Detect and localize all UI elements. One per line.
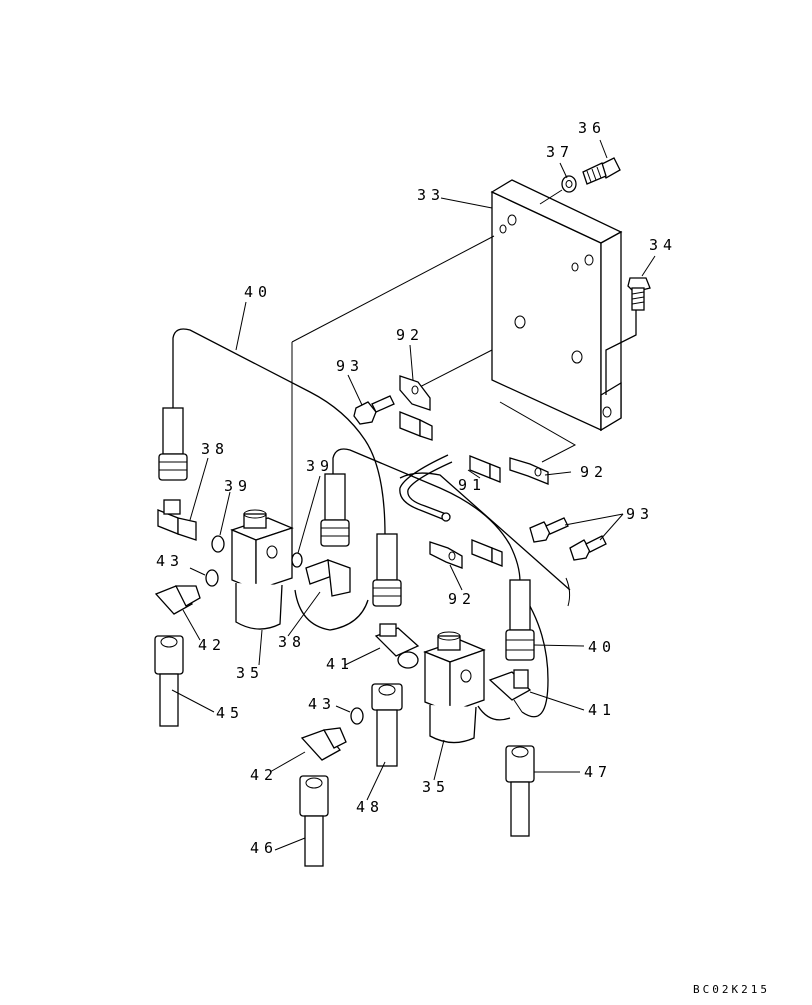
elbow-38-left xyxy=(157,499,197,541)
callout-93-upper: 93 xyxy=(336,357,364,375)
callout-39-right: 39 xyxy=(306,457,334,475)
callout-35-upper: 35 xyxy=(236,664,264,682)
hose-40 xyxy=(172,328,571,721)
connector-91 xyxy=(399,411,503,567)
ref-line xyxy=(539,189,563,205)
o-ring-43 xyxy=(205,569,364,725)
fitting-41-upper xyxy=(374,623,420,669)
ref-line xyxy=(499,401,577,463)
o-ring-39 xyxy=(211,535,303,568)
washer-37 xyxy=(561,175,577,193)
callout-92-upper: 92 xyxy=(396,326,424,344)
drawing-code: BC02K215 xyxy=(693,983,770,996)
bolt-36 xyxy=(582,157,621,185)
callout-45: 45 xyxy=(216,704,244,722)
callout-39-left: 39 xyxy=(224,477,252,495)
callout-38-upper: 38 xyxy=(201,440,229,458)
callout-34: 34 xyxy=(649,236,677,254)
callout-92-right: 92 xyxy=(580,463,608,481)
callout-43-left: 43 xyxy=(156,552,184,570)
hose-end-fittings xyxy=(154,407,535,867)
callout-48: 48 xyxy=(356,798,384,816)
callout-40-right: 40 xyxy=(588,638,616,656)
callout-35-lower: 35 xyxy=(422,778,450,796)
callout-91: 91 xyxy=(458,476,486,494)
elbow-42-lower xyxy=(300,727,347,761)
filter-35-lower xyxy=(423,631,486,744)
callout-47: 47 xyxy=(584,763,612,781)
callout-36: 36 xyxy=(578,119,606,137)
ref-line xyxy=(291,235,495,343)
bolt-93 xyxy=(353,395,607,561)
ref-line xyxy=(407,349,493,394)
leader-lines xyxy=(171,139,656,851)
callout-41-right: 41 xyxy=(588,701,616,719)
callout-42-upper: 42 xyxy=(198,636,226,654)
callout-42-lower: 42 xyxy=(250,766,278,784)
callout-43-lower: 43 xyxy=(308,695,336,713)
clamp-92 xyxy=(399,375,549,569)
callout-labels: 33 34 35 35 36 37 38 38 39 39 40 40 41 4… xyxy=(156,119,677,857)
callout-38-lower: 38 xyxy=(278,633,306,651)
callout-33: 33 xyxy=(417,186,445,204)
callout-92-lower: 92 xyxy=(448,590,476,608)
tube-pipe xyxy=(399,454,453,522)
fitting-41-lower xyxy=(488,669,532,713)
callout-93-right: 93 xyxy=(626,505,654,523)
bolt-34 xyxy=(627,277,651,311)
filter-35-upper xyxy=(230,509,294,630)
elbow-38-right xyxy=(305,559,351,597)
callout-40-upper: 40 xyxy=(244,283,272,301)
callout-46: 46 xyxy=(250,839,278,857)
callout-41-left: 41 xyxy=(326,655,354,673)
mounting-bracket xyxy=(490,179,637,432)
callout-37: 37 xyxy=(546,143,574,161)
elbow-42-upper xyxy=(154,585,201,615)
